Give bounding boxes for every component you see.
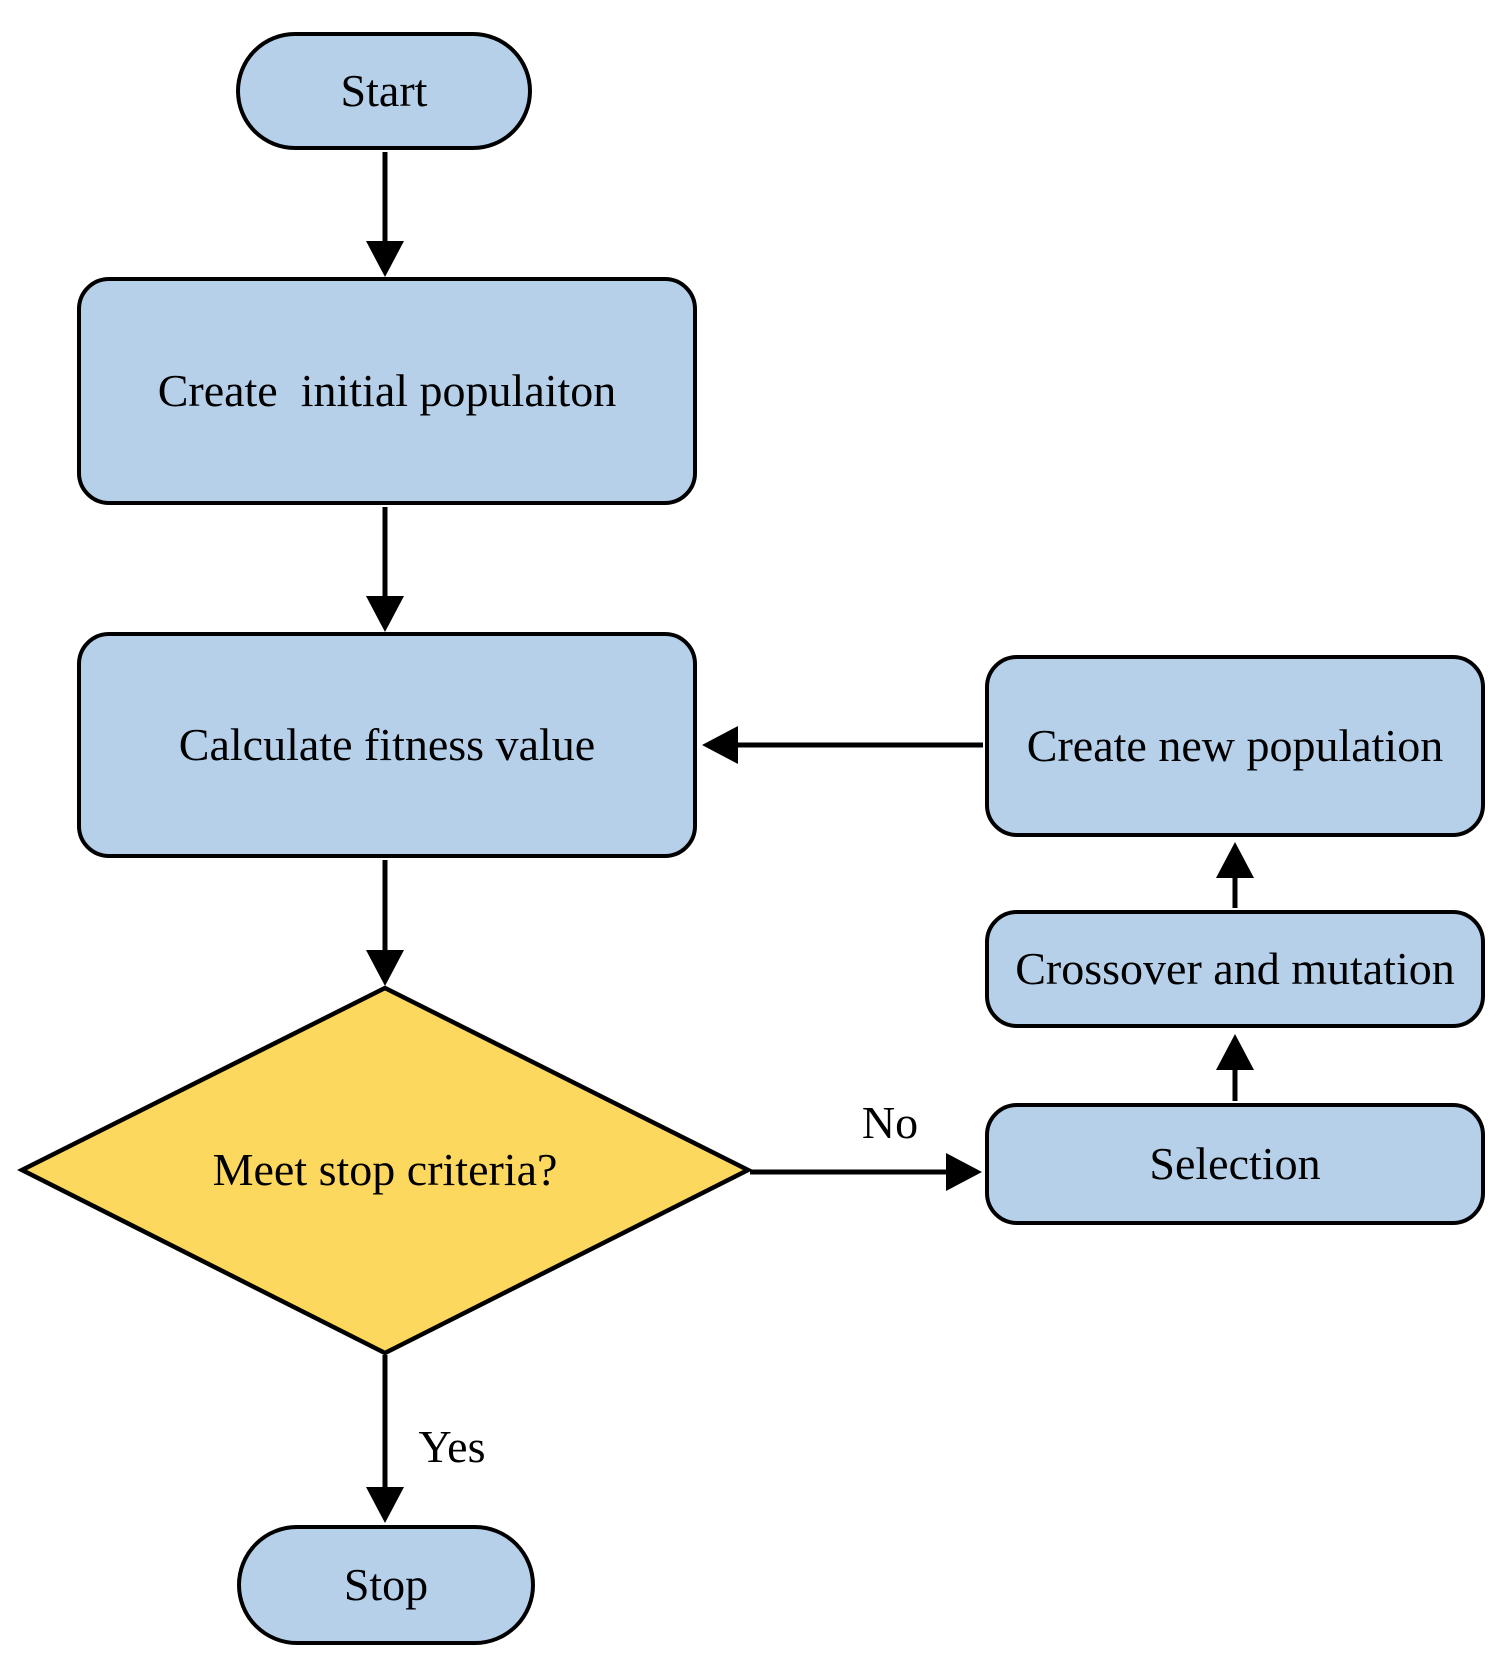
node-stop-label: Stop (343, 1558, 429, 1610)
edge-label-no: No (861, 1097, 919, 1148)
edge-create-new-to-calculate (702, 726, 983, 764)
edge-decision-to-stop-yes (366, 1355, 404, 1523)
node-start-label: Start (340, 64, 428, 116)
node-selection-label: Selection (1149, 1137, 1321, 1189)
edge-create-initial-to-calculate (366, 507, 404, 632)
decision-diamond-shape (16, 985, 754, 1356)
node-create-new-population: Create new population (985, 655, 1485, 837)
node-create-initial-population-label: Create initial populaiton (157, 364, 617, 416)
edge-calculate-to-decision (366, 860, 404, 986)
edge-label-yes: Yes (418, 1421, 486, 1472)
node-create-new-population-label: Create new population (1026, 719, 1444, 771)
node-crossover-mutation: Crossover and mutation (985, 910, 1485, 1028)
edge-decision-to-selection-no (750, 1153, 982, 1191)
node-selection: Selection (985, 1103, 1485, 1225)
node-crossover-mutation-label: Crossover and mutation (1015, 942, 1455, 994)
edge-selection-to-crossover (1216, 1034, 1254, 1101)
edge-start-to-create-initial (366, 152, 404, 277)
node-start: Start (236, 32, 532, 150)
node-decision-stop-criteria-label: Meet stop criteria? (212, 1143, 558, 1195)
node-calculate-fitness: Calculate fitness value (77, 632, 697, 858)
node-decision-stop-criteria: Meet stop criteria? (85, 1120, 685, 1220)
edge-crossover-to-create-new (1216, 842, 1254, 908)
node-create-initial-population: Create initial populaiton (77, 277, 697, 505)
node-stop: Stop (237, 1525, 535, 1645)
node-calculate-fitness-label: Calculate fitness value (178, 718, 596, 770)
